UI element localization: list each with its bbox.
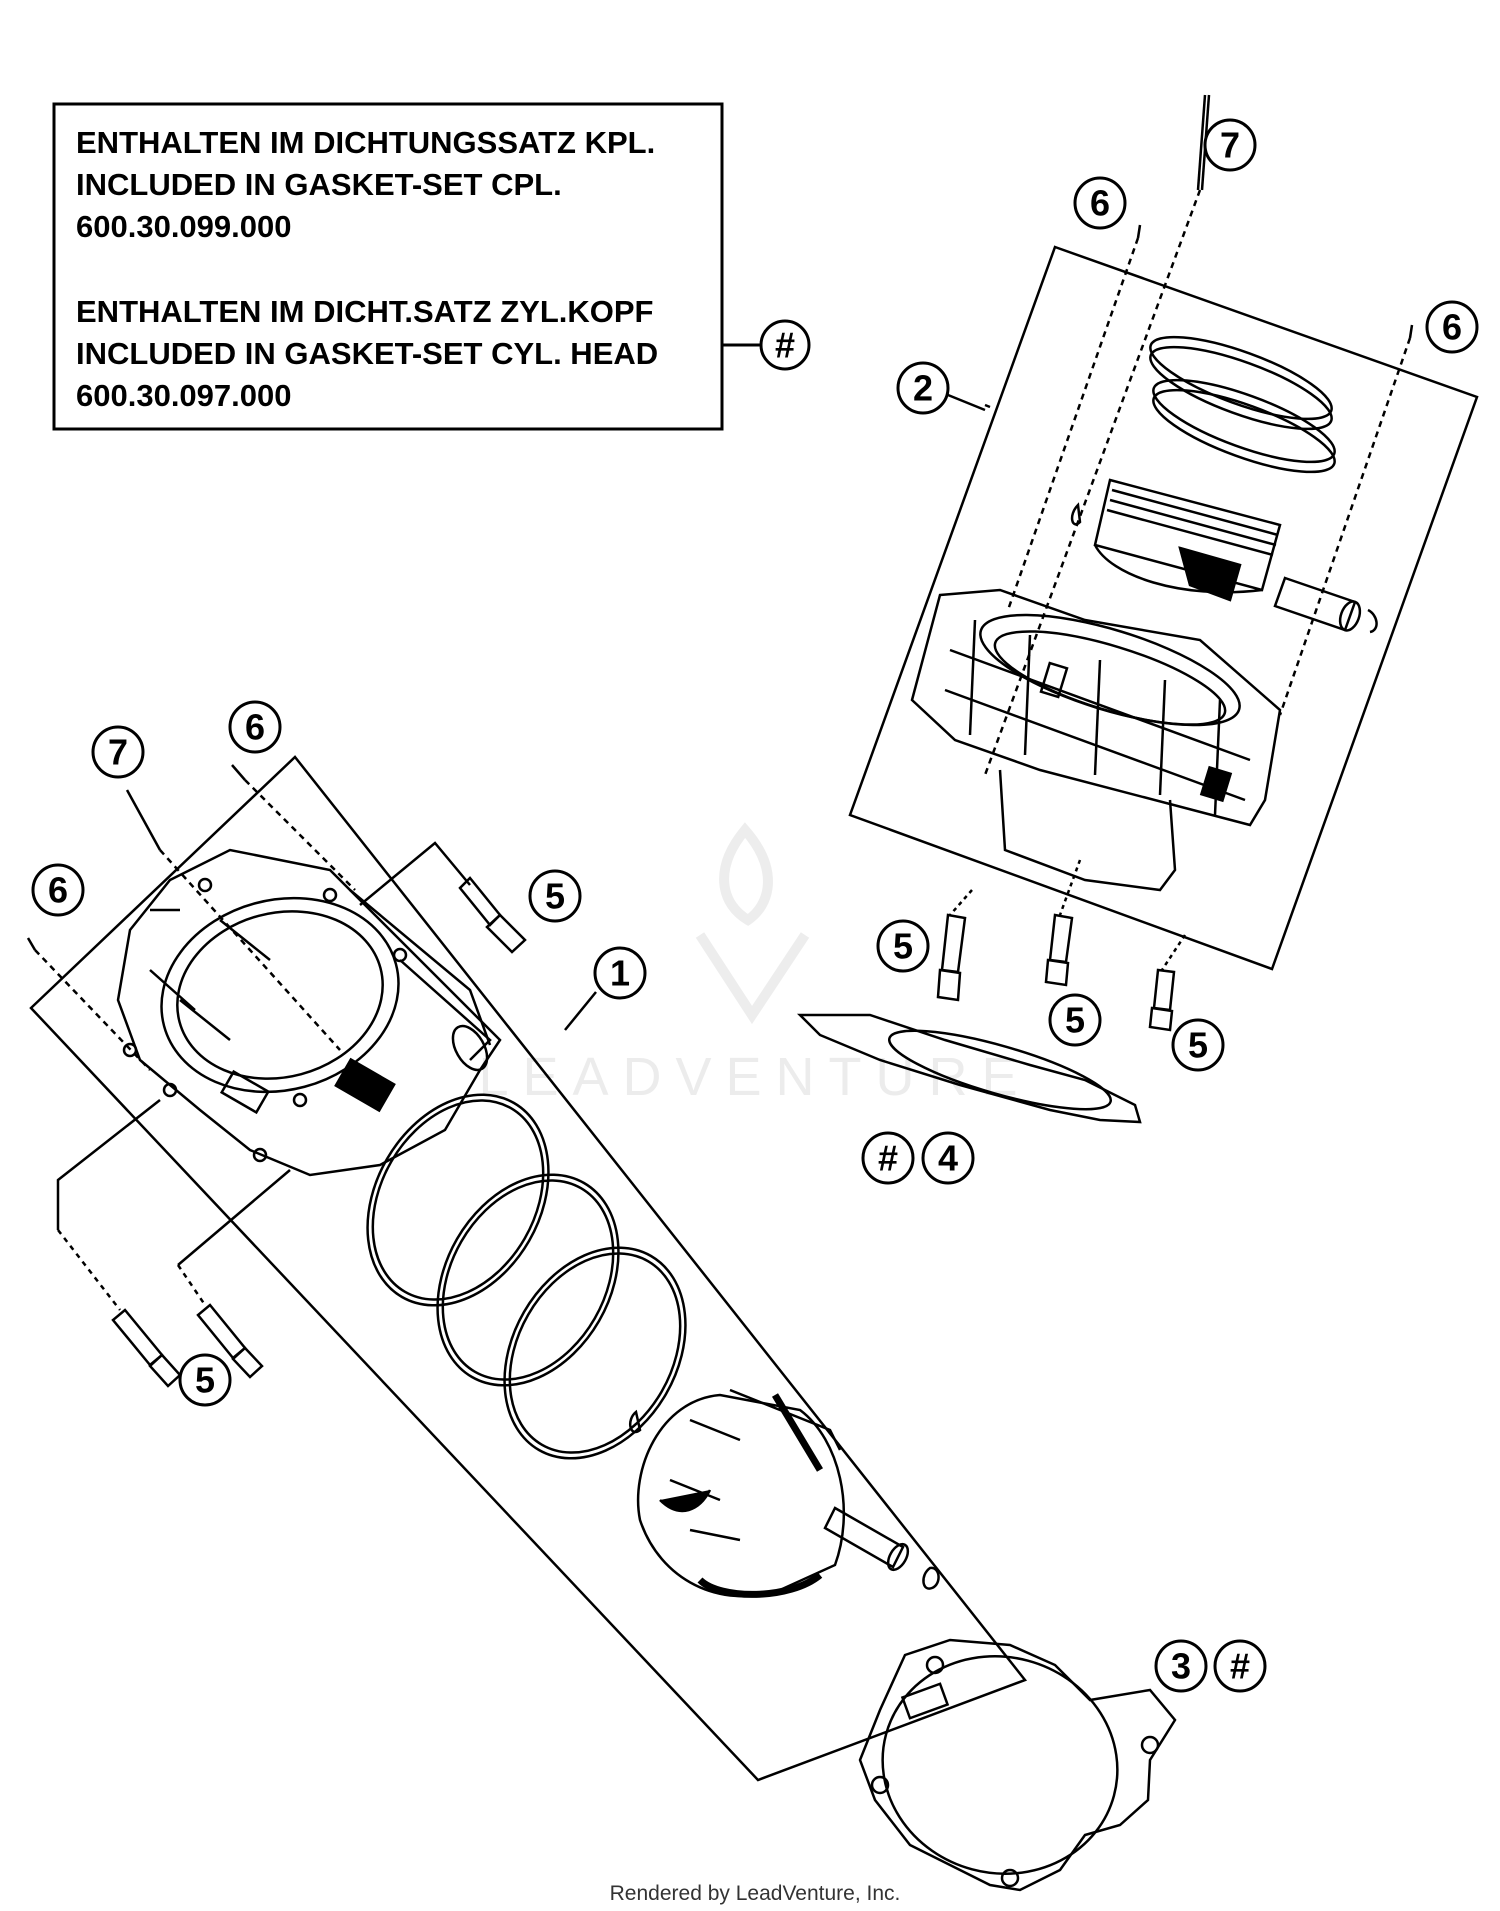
callout-5-b-label: 5 (1065, 1000, 1085, 1041)
part-2-pin-right (1408, 324, 1414, 339)
callout-1-label: 1 (610, 953, 630, 994)
callout-3-marker: # (1230, 1646, 1250, 1687)
callout-5-c-label: 5 (1188, 1025, 1208, 1066)
part-2-piston-pin (1273, 576, 1362, 632)
leadventure-watermark: LEADVENTURE (478, 822, 1031, 1107)
note-marker-symbol: # (775, 325, 795, 366)
callout-6-c: 6 (228, 700, 282, 754)
callout-7-b: 7 (91, 725, 145, 779)
note-group2-line1: ENTHALTEN IM DICHT.SATZ ZYL.KOPF (76, 294, 653, 329)
part-1-piston (636, 1388, 846, 1598)
part-2-outline (848, 245, 1479, 971)
part-2-bolt-3 (1148, 934, 1187, 1032)
part-2-clip-left (1070, 502, 1082, 526)
part-1-piston-pin (823, 1506, 910, 1572)
part-2-bolt-2 (1044, 859, 1082, 987)
part-2-piston-rings (1149, 335, 1336, 474)
part-2-assembly (796, 94, 1479, 1124)
callout-6-c-label: 6 (245, 707, 265, 748)
note-group2-part-number: 600.30.097.000 (76, 378, 292, 413)
callout-1: 1 (593, 946, 647, 1000)
callout-5-c: 5 (1171, 1018, 1225, 1072)
callout-7-a: 7 (1203, 118, 1257, 172)
callout-4: # 4 (861, 1131, 975, 1185)
footer-credit: Rendered by LeadVenture, Inc. (610, 1882, 901, 1905)
callout-6-b-label: 6 (1442, 307, 1462, 348)
note-box: ENTHALTEN IM DICHTUNGSSATZ KPL. INCLUDED… (52, 102, 811, 431)
part-1-clip-left (628, 1409, 642, 1434)
callout-5-e: 5 (178, 1353, 232, 1407)
part-1-clip-right (922, 1566, 940, 1590)
callout-5-a: 5 (876, 919, 930, 973)
part-1-bolt-lower-right (176, 1169, 291, 1379)
part-2-piston (1093, 478, 1282, 602)
note-group1-line2: INCLUDED IN GASKET-SET CPL. (76, 167, 562, 202)
callout-5-d: 5 (528, 869, 582, 923)
part-2-bolt-1 (936, 889, 973, 1002)
part-1-leader (564, 991, 597, 1031)
callout-4-marker: # (878, 1138, 898, 1179)
note-box-frame (52, 102, 724, 431)
note-group1-part-number: 600.30.099.000 (76, 209, 292, 244)
part-2-cylinder (910, 588, 1282, 892)
part-1-pin-left (26, 937, 37, 951)
callout-3: 3 # (1154, 1639, 1267, 1693)
part-2-leader (984, 403, 991, 409)
callout-5-d-label: 5 (545, 876, 565, 917)
callout-7-b-label: 7 (108, 732, 128, 773)
callout-6-b: 6 (1425, 300, 1479, 354)
part-1-bolt-top (359, 841, 527, 954)
callout-6-d: 6 (31, 863, 85, 917)
callout-5-a-label: 5 (893, 926, 913, 967)
callout-2-label: 2 (913, 368, 933, 409)
callout-6-a: 6 (1073, 176, 1127, 230)
callout-7-a-label: 7 (1220, 125, 1240, 166)
note-marker-circle (759, 319, 811, 371)
part-1-cylinder (116, 848, 502, 1177)
watermark-text: LEADVENTURE (478, 1047, 1031, 1107)
part-1-bolt-lower-left (56, 1099, 182, 1388)
callout-4-label: 4 (938, 1138, 958, 1179)
part-1-assembly (26, 755, 1177, 1892)
part-4-gasket (796, 1013, 1142, 1124)
part-2-clip-right (1367, 608, 1378, 634)
note-group1-line1: ENTHALTEN IM DICHTUNGSSATZ KPL. (76, 125, 655, 160)
callout-5-b: 5 (1048, 993, 1102, 1047)
note-group2-line2: INCLUDED IN GASKET-SET CYL. HEAD (76, 336, 658, 371)
part-1-outline (29, 755, 1028, 1782)
part-1-piston-rings (366, 1093, 687, 1460)
callout-6-a-label: 6 (1090, 183, 1110, 224)
watermark-logo (695, 822, 810, 1025)
part-2-stud-top (1196, 94, 1207, 191)
part-3-gasket (858, 1638, 1177, 1892)
callout-3-label: 3 (1171, 1646, 1191, 1687)
callout-6-d-label: 6 (48, 870, 68, 911)
callout-2: 2 (896, 361, 986, 415)
part-2-pin-left (1136, 224, 1142, 239)
part-1-stud (125, 789, 162, 851)
part-1-pin-upper (231, 764, 246, 781)
callout-5-e-label: 5 (195, 1360, 215, 1401)
